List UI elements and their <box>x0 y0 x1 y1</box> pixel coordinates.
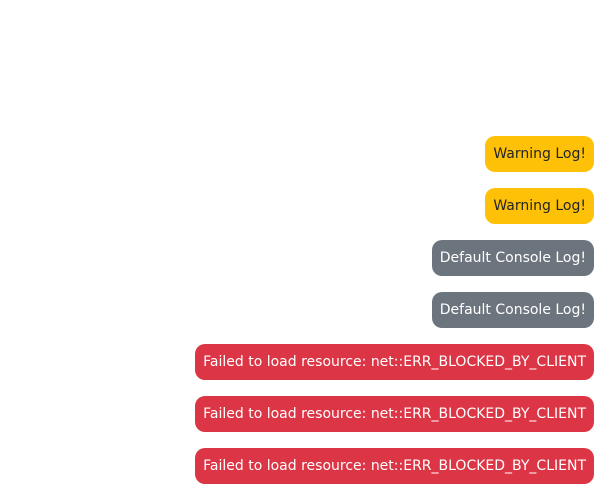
warning-log-toast[interactable]: Warning Log! <box>485 136 594 172</box>
default-log-toast[interactable]: Default Console Log! <box>431 292 594 328</box>
error-log-toast[interactable]: Failed to load resource: net::ERR_BLOCKE… <box>195 344 594 380</box>
error-log-toast[interactable]: Failed to load resource: net::ERR_BLOCKE… <box>195 448 594 484</box>
log-toast-stack: Warning Log! Warning Log! Default Consol… <box>195 136 594 484</box>
warning-log-toast[interactable]: Warning Log! <box>485 188 594 224</box>
default-log-toast[interactable]: Default Console Log! <box>431 240 594 276</box>
error-log-toast[interactable]: Failed to load resource: net::ERR_BLOCKE… <box>195 396 594 432</box>
